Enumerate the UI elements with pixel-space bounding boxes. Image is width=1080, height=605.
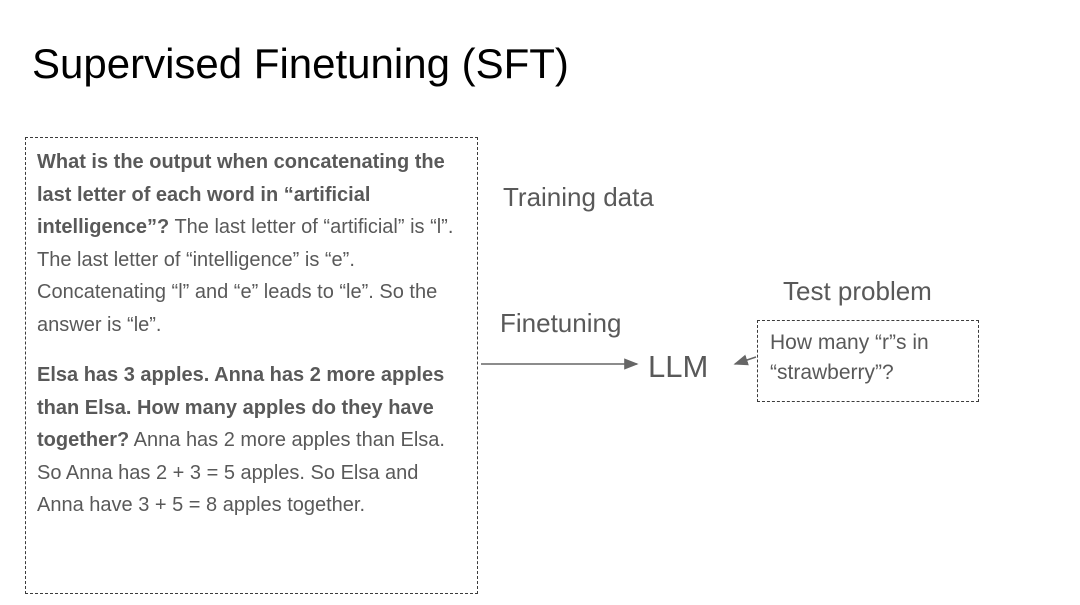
training-example-2: Elsa has 3 apples. Anna has 2 more apple… — [37, 359, 466, 522]
training-example-2-answer: Anna has 2 more apples than Elsa. So Ann… — [37, 429, 445, 516]
training-data-label: Training data — [503, 182, 654, 212]
test-problem-box: How many “r”s in “strawberry”? — [757, 320, 979, 402]
training-example-2-question: Elsa has 3 apples. Anna has 2 more apple… — [37, 364, 445, 451]
finetuning-label: Finetuning — [500, 308, 622, 338]
llm-label: LLM — [648, 349, 709, 384]
test-problem-question: How many “r”s in “strawberry”? — [770, 331, 929, 384]
test-problem-arrow — [733, 354, 757, 366]
training-example-1: What is the output when concatenating th… — [37, 146, 466, 341]
slide-title: Supervised Finetuning (SFT) — [32, 40, 569, 87]
training-example-1-answer: The last letter of “artificial” is “l”. … — [37, 216, 454, 336]
test-problem-label: Test problem — [783, 276, 932, 306]
training-data-box: What is the output when concatenating th… — [25, 137, 478, 594]
training-example-1-question: What is the output when concatenating th… — [37, 151, 445, 238]
